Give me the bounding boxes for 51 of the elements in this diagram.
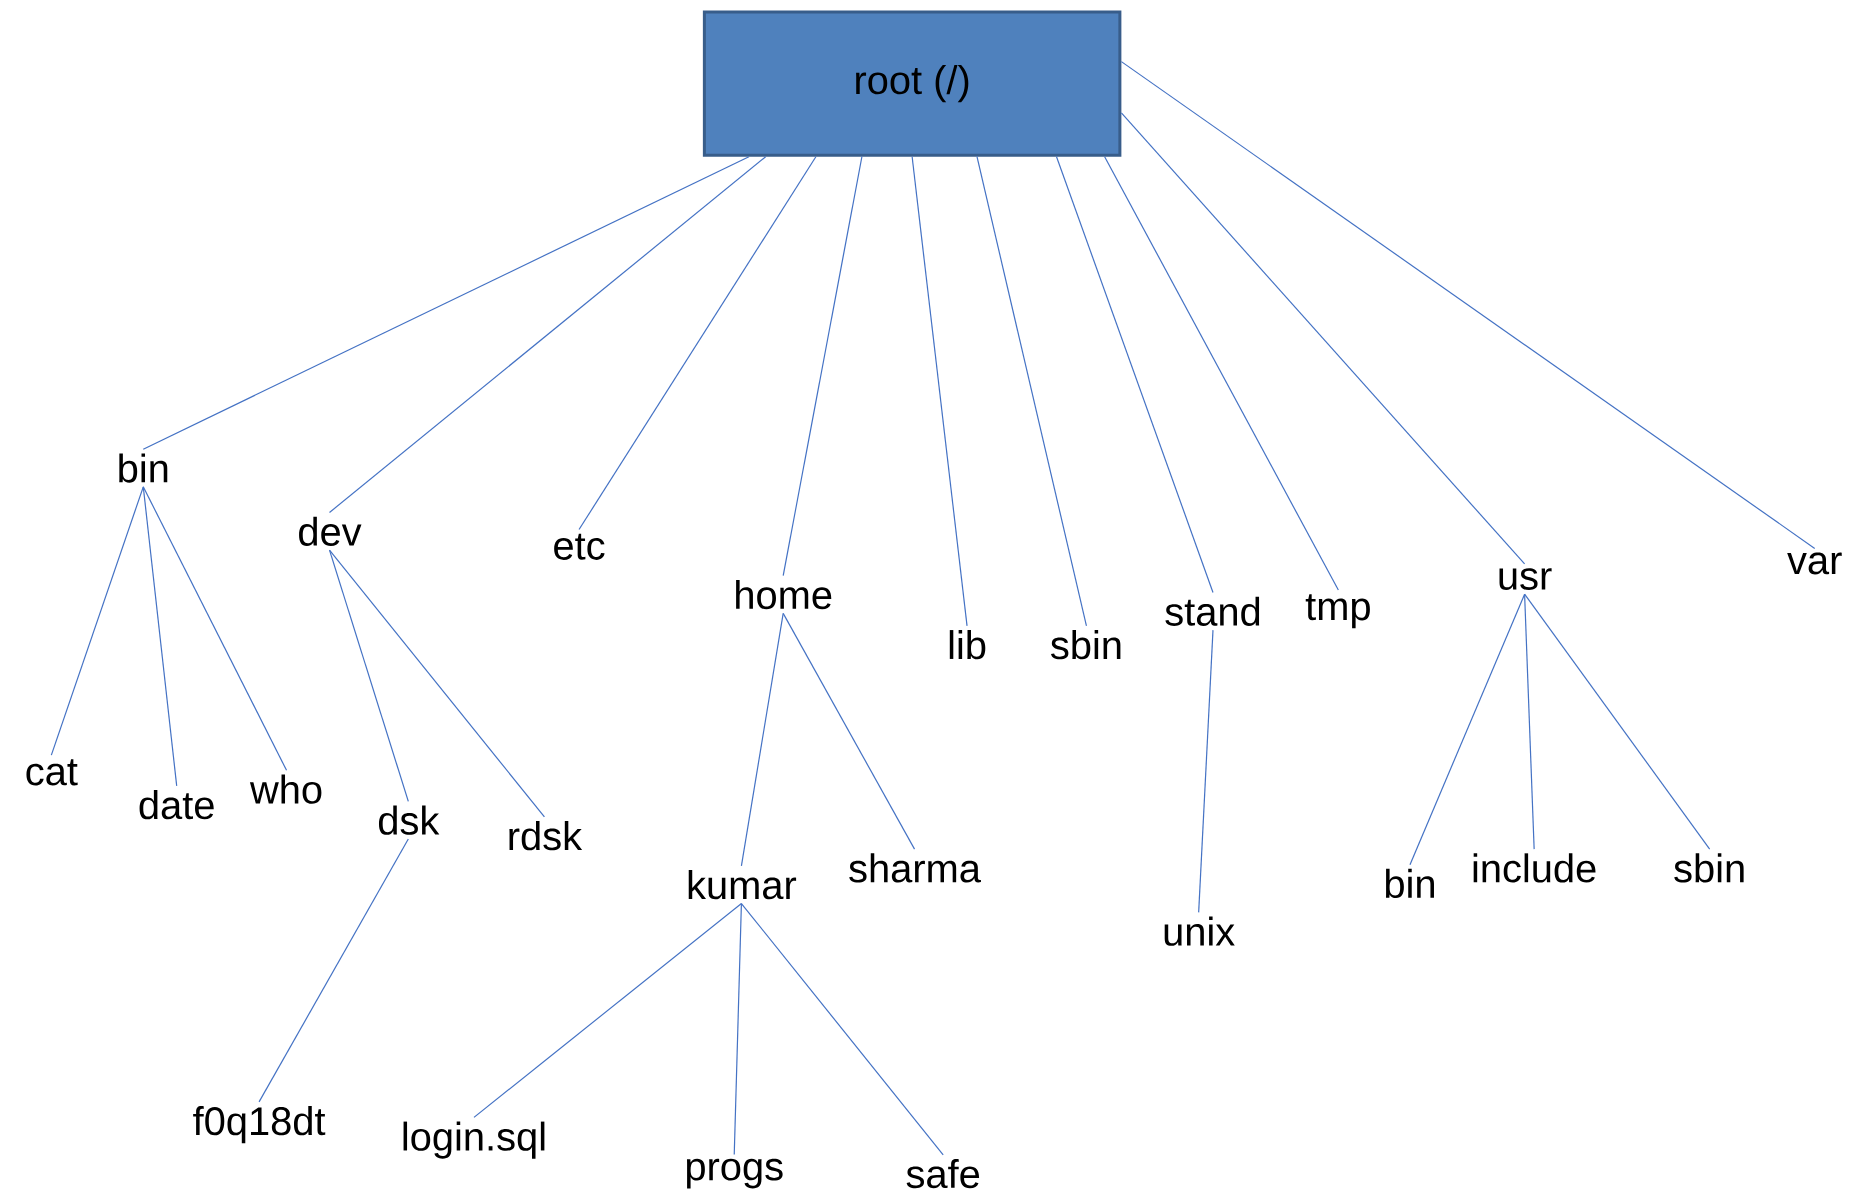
directory-label: etc xyxy=(554,533,605,560)
tree-line xyxy=(740,612,784,867)
tree-line xyxy=(50,486,144,756)
directory-label: dev xyxy=(299,516,362,546)
tree-line xyxy=(911,156,968,627)
directory-label: lib xyxy=(949,630,986,660)
tree-line xyxy=(782,612,916,850)
directory-label: rdsk xyxy=(509,821,583,851)
directory-label: usr xyxy=(1499,568,1552,590)
directory-label: bin xyxy=(119,453,168,483)
tree-line xyxy=(1120,61,1816,549)
tree-line xyxy=(1524,593,1711,850)
tree-line xyxy=(578,156,817,531)
directory-label: sbin xyxy=(1051,630,1121,660)
directory-label: home xyxy=(736,579,832,610)
directory-label: login.sql xyxy=(403,1121,545,1159)
tree-line xyxy=(328,156,767,514)
tree-line xyxy=(1409,593,1526,866)
directory-label: stand xyxy=(1165,596,1260,626)
tree-line xyxy=(1055,156,1214,594)
directory-label: date xyxy=(139,790,214,820)
directory-label: dsk xyxy=(379,805,440,835)
directory-label: tmp xyxy=(1305,594,1370,629)
directory-label: cat xyxy=(26,759,78,786)
tree-line xyxy=(142,156,750,450)
tree-line xyxy=(142,486,288,771)
directory-label: var xyxy=(1787,552,1842,575)
directory-label: include xyxy=(1473,853,1596,883)
directory-label: safe xyxy=(906,1159,980,1189)
tree-line xyxy=(328,549,409,802)
tree-line xyxy=(142,486,178,787)
tree-line xyxy=(1524,593,1535,850)
tree-line xyxy=(733,902,742,1156)
directory-label: sharma xyxy=(849,853,981,883)
tree-line xyxy=(740,902,944,1156)
directory-label: sbin xyxy=(1674,853,1744,883)
directory-label: kumar xyxy=(688,870,797,900)
tree-line xyxy=(1198,629,1214,913)
tree-line xyxy=(976,156,1088,627)
directory-label: who xyxy=(249,774,322,804)
tree-line xyxy=(328,549,545,818)
directory-label: bin xyxy=(1385,868,1434,899)
directory-label: unix xyxy=(1164,916,1235,946)
tree-line xyxy=(1104,156,1339,591)
tree-line xyxy=(782,156,863,577)
directory-label: f0q18dt xyxy=(193,1106,326,1144)
root-box: root (/) xyxy=(702,10,1122,157)
tree-line xyxy=(473,902,742,1118)
tree-line xyxy=(1120,112,1526,565)
tree-line xyxy=(258,838,409,1103)
directory-label: progs xyxy=(686,1158,783,1189)
